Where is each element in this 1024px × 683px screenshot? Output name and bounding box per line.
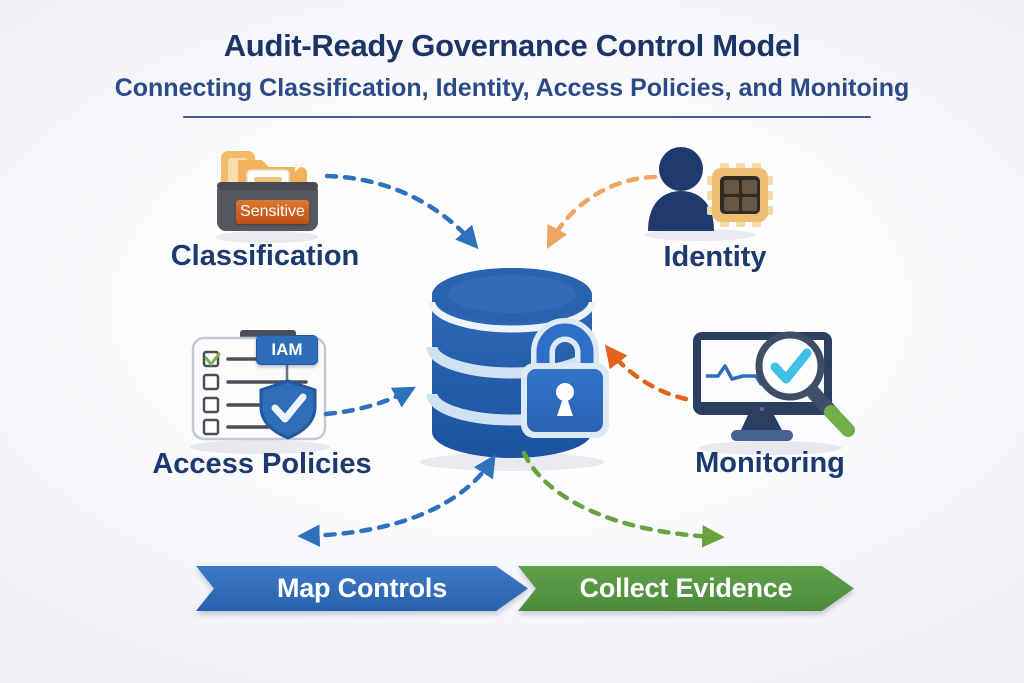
- arrow-db-to-collect-evidence: [521, 450, 725, 548]
- iam-badge: IAM: [256, 335, 318, 365]
- banner-collect-evidence-label: Collect Evidence: [579, 573, 793, 603]
- label-monitoring: Monitoring: [695, 447, 845, 479]
- shield-check-icon: [259, 379, 317, 440]
- arrow-monitoring-to-lock: [604, 344, 689, 402]
- lock-icon: [521, 318, 609, 438]
- header-divider: [183, 116, 871, 118]
- arrow-access-policies-to-db: [323, 386, 416, 417]
- page-title: Audit-Ready Governance Control Model: [223, 28, 801, 63]
- arrow-classification-to-db: [324, 173, 479, 250]
- page-subtitle: Connecting Classification, Identity, Acc…: [114, 74, 910, 102]
- database-lock-icon: [426, 268, 609, 458]
- banner-map-controls-label: Map Controls: [276, 573, 448, 603]
- person-chip-icon: [648, 147, 773, 231]
- arrow-identity-to-db: [546, 174, 658, 249]
- label-identity: Identity: [663, 241, 767, 273]
- sensitive-badge: Sensitive: [236, 200, 309, 224]
- chip-icon: [707, 163, 773, 227]
- label-access-policies: Access Policies: [152, 448, 372, 480]
- arrow-db-map-controls: [297, 454, 496, 547]
- monitor-magnifier-check-icon: [693, 331, 855, 441]
- banner-collect-evidence: Collect Evidence: [518, 566, 854, 611]
- magnifier-check-icon: [755, 331, 855, 437]
- label-classification: Classification: [170, 240, 360, 272]
- banner-map-controls: Map Controls: [196, 566, 528, 611]
